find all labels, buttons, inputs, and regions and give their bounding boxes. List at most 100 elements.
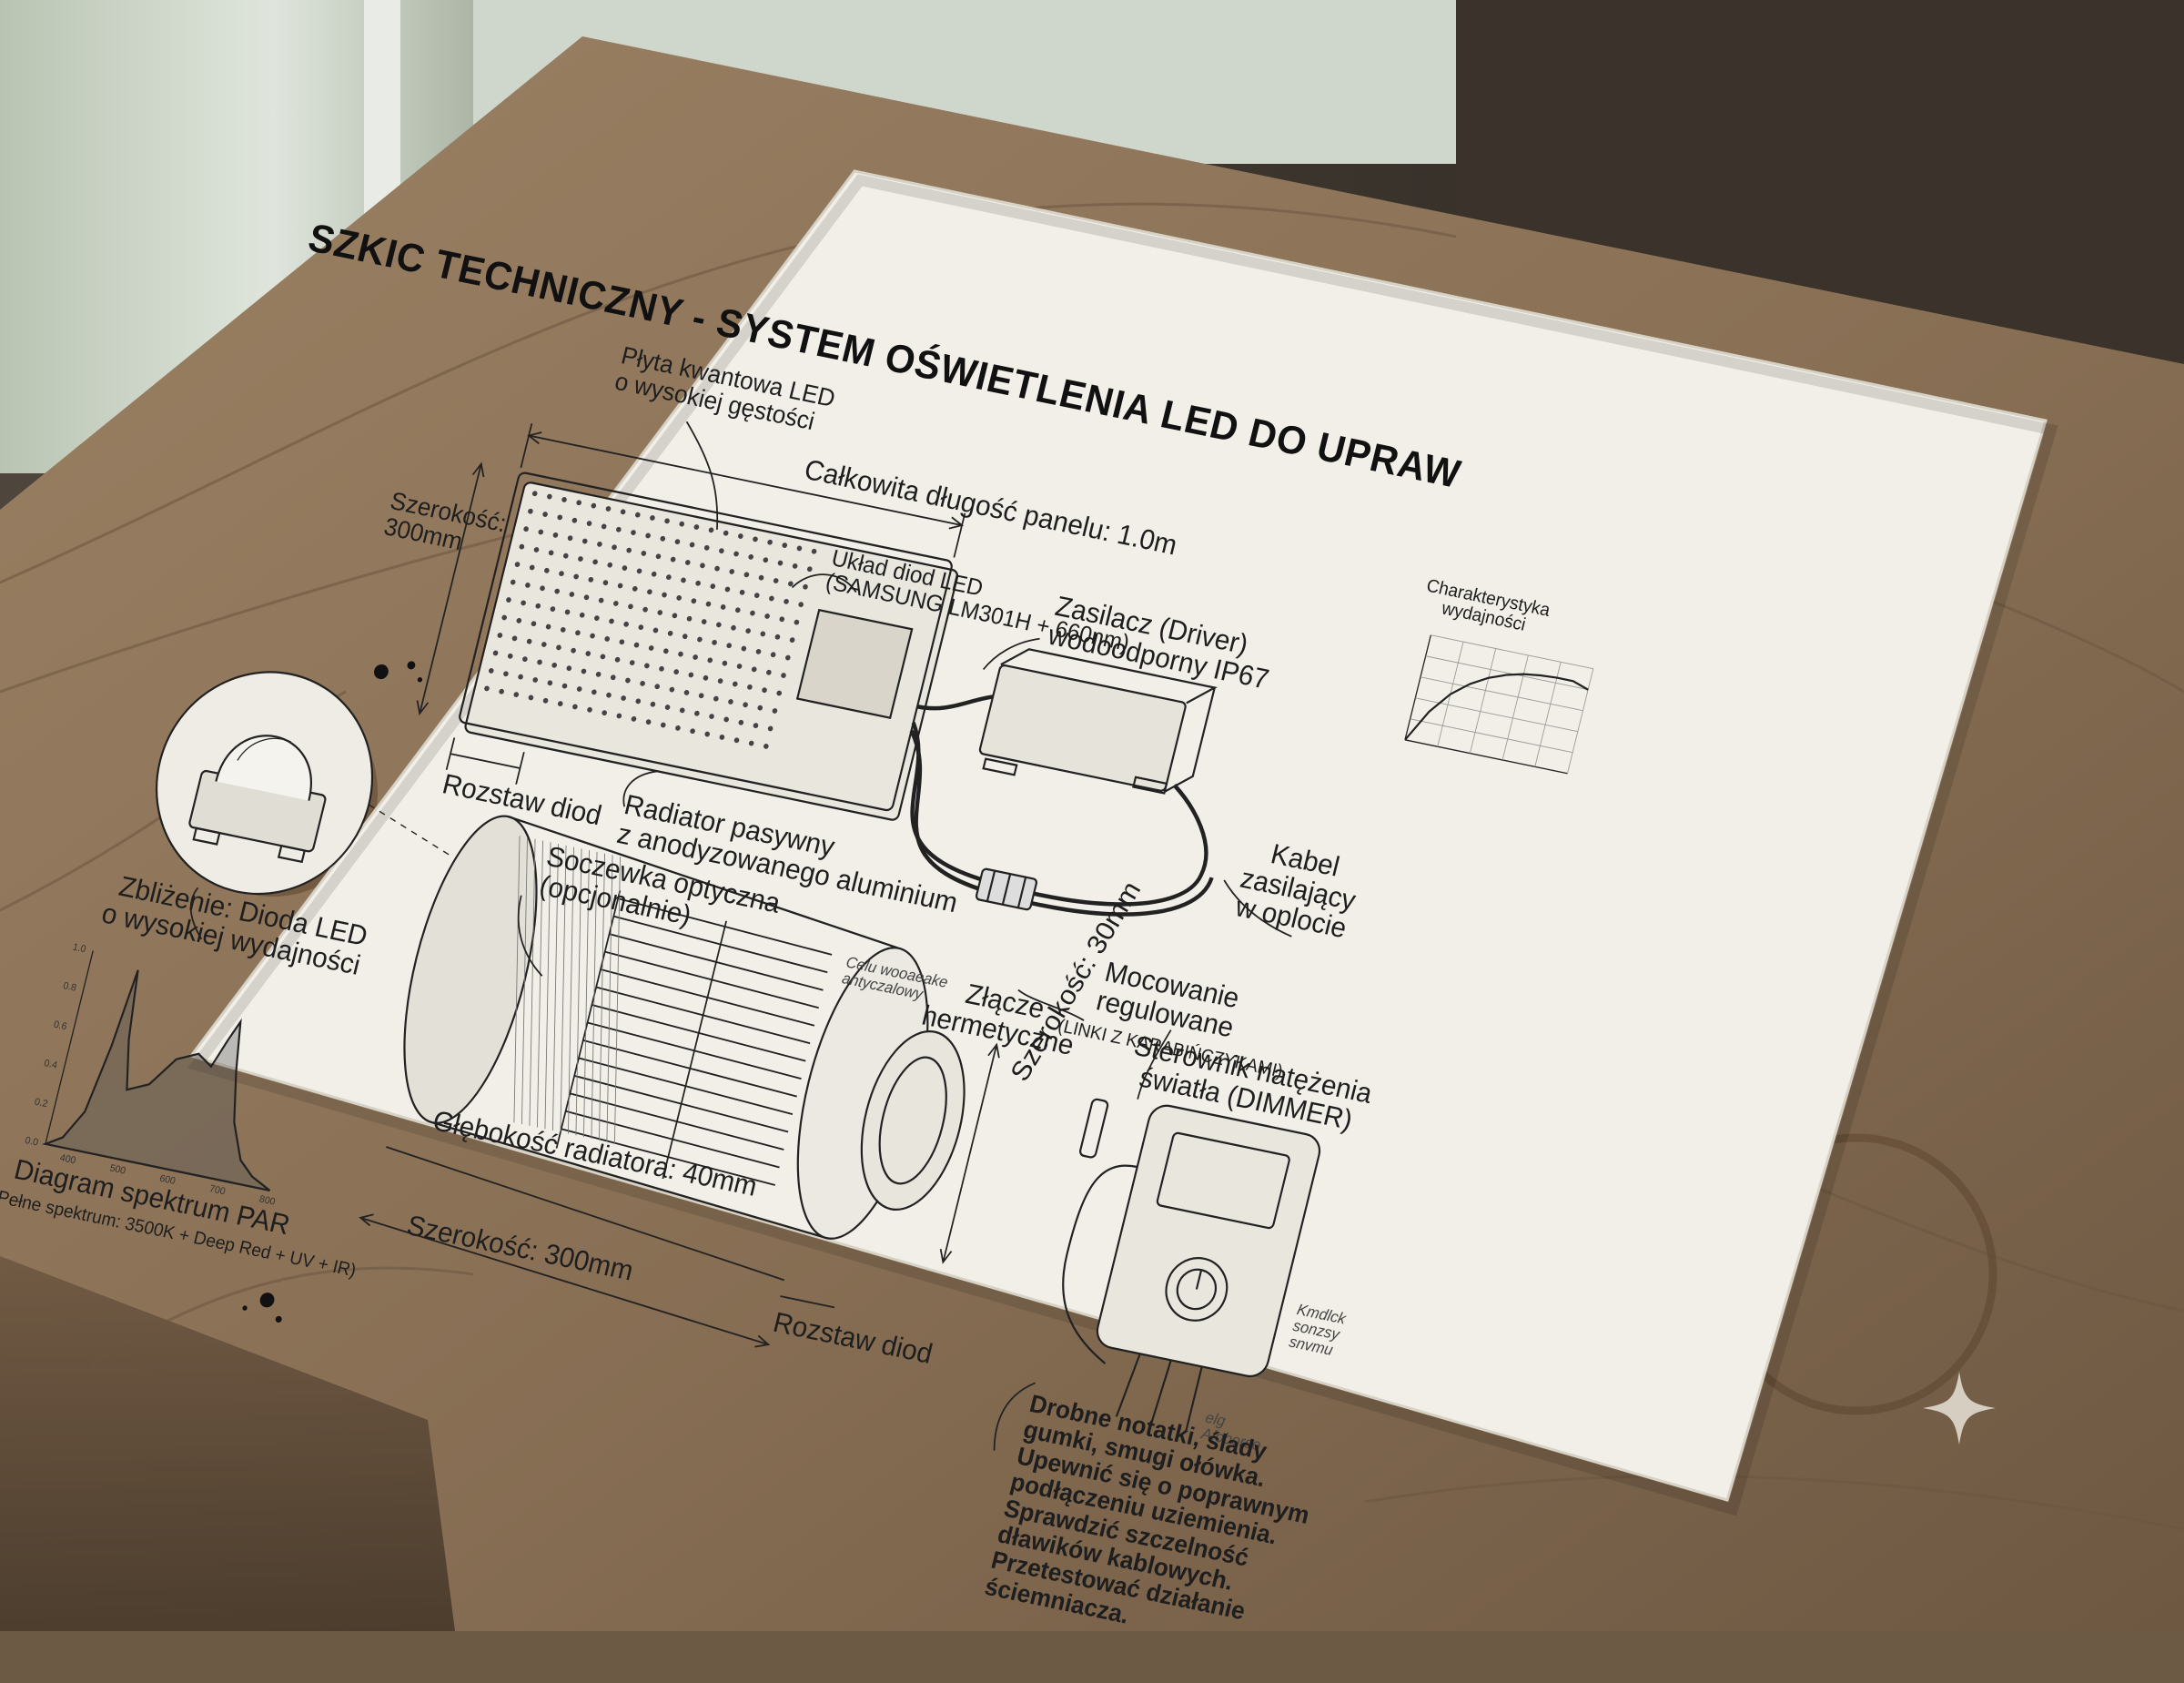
led-dot bbox=[610, 674, 616, 681]
grid-line bbox=[1502, 654, 1529, 761]
led-dot bbox=[632, 585, 638, 592]
led-dot bbox=[709, 714, 714, 719]
fin-divider bbox=[662, 920, 727, 1180]
led-dot bbox=[667, 630, 673, 636]
heatsink-drawing bbox=[403, 815, 966, 1240]
led-dot bbox=[679, 707, 685, 714]
led-dot bbox=[693, 524, 700, 530]
hatch-line bbox=[513, 836, 521, 1123]
led-dot bbox=[514, 562, 521, 568]
led-dot bbox=[551, 662, 557, 668]
led-dot bbox=[738, 719, 744, 725]
led-dot bbox=[736, 664, 743, 669]
led-dot bbox=[642, 606, 648, 613]
led-dot bbox=[556, 644, 561, 651]
led-dot bbox=[722, 660, 728, 666]
led-dot bbox=[708, 527, 714, 533]
led-dot bbox=[731, 624, 736, 631]
grid-line bbox=[1567, 668, 1594, 774]
led-dot bbox=[519, 543, 525, 550]
led-dot bbox=[581, 668, 587, 674]
led-dot bbox=[576, 500, 581, 506]
hatch-line bbox=[591, 851, 598, 1139]
led-dot bbox=[631, 715, 637, 722]
grid-line bbox=[1420, 676, 1583, 712]
led-dot bbox=[651, 571, 657, 577]
led-dot bbox=[666, 574, 672, 580]
grid-line bbox=[1410, 718, 1573, 754]
led-dot bbox=[638, 624, 644, 631]
led-dot bbox=[745, 628, 751, 634]
led-dot bbox=[526, 638, 532, 644]
led-dot bbox=[769, 595, 774, 602]
led-dot bbox=[664, 518, 670, 524]
led-dot bbox=[669, 686, 675, 693]
led-dot bbox=[497, 633, 503, 638]
led-dot bbox=[784, 598, 789, 604]
hermetic-connector-drawing bbox=[975, 867, 1038, 911]
led-dot bbox=[503, 671, 509, 677]
led-dot bbox=[622, 565, 628, 571]
led-dot bbox=[755, 649, 762, 654]
led-dot bbox=[682, 634, 688, 640]
background-scene bbox=[0, 0, 2184, 1631]
led-dot bbox=[506, 597, 511, 603]
led-dot bbox=[567, 535, 573, 542]
led-dot bbox=[792, 563, 798, 569]
led-dot bbox=[688, 672, 694, 678]
led-dot bbox=[694, 710, 700, 716]
led-dot-grid bbox=[484, 491, 817, 749]
led-dot bbox=[598, 597, 604, 603]
led-dot bbox=[758, 574, 764, 581]
spectrum-y-tick: 0.8 bbox=[62, 980, 77, 994]
grid-line bbox=[1415, 697, 1578, 733]
led-dot bbox=[606, 692, 612, 698]
efficiency-chart-frame bbox=[1404, 634, 1568, 775]
led-dot bbox=[528, 508, 533, 514]
led-dot bbox=[511, 635, 518, 642]
led-dot bbox=[690, 728, 695, 735]
led-dot bbox=[560, 627, 566, 633]
led-dot bbox=[545, 624, 551, 630]
led-dot bbox=[585, 651, 592, 656]
led-panel-drawing bbox=[459, 471, 959, 821]
led-dot bbox=[566, 665, 572, 672]
led-dot bbox=[602, 580, 609, 586]
led-dot bbox=[784, 654, 791, 661]
led-dot bbox=[579, 612, 585, 618]
led-dot bbox=[693, 654, 698, 660]
annotation-arrows bbox=[189, 421, 1292, 1451]
led-dot bbox=[675, 725, 681, 731]
led-dot bbox=[796, 545, 803, 552]
dimmer-drawing bbox=[1062, 1098, 1321, 1432]
heatsink-hatch bbox=[513, 836, 621, 1144]
led-dot bbox=[609, 618, 614, 624]
led-dot bbox=[564, 609, 571, 615]
led-dot bbox=[714, 565, 720, 572]
led-dot bbox=[781, 673, 786, 678]
led-dot bbox=[700, 563, 705, 569]
led-dot bbox=[757, 705, 763, 711]
led-dot bbox=[634, 512, 641, 518]
spectrum-x-tick: 500 bbox=[108, 1162, 126, 1176]
led-dot bbox=[774, 634, 781, 640]
led-dot bbox=[738, 533, 743, 539]
closeup-led-drawing bbox=[155, 671, 450, 896]
efficiency-curve bbox=[1404, 673, 1589, 741]
hatch-line bbox=[575, 848, 582, 1136]
led-dot bbox=[635, 698, 642, 705]
led-dot bbox=[501, 614, 507, 621]
led-dot bbox=[716, 622, 722, 628]
led-dot bbox=[748, 553, 753, 560]
led-dot bbox=[748, 740, 754, 746]
spectrum-y-ticks: 1.00.80.60.40.20.0 bbox=[24, 941, 86, 1148]
led-dot bbox=[631, 530, 636, 536]
led-dot bbox=[794, 619, 800, 625]
led-dot bbox=[691, 598, 697, 604]
led-dot bbox=[572, 704, 578, 710]
led-dot bbox=[641, 551, 647, 556]
led-dot bbox=[728, 699, 733, 705]
spectrum-y-tick: 0.0 bbox=[24, 1135, 39, 1149]
led-dot bbox=[626, 547, 632, 553]
